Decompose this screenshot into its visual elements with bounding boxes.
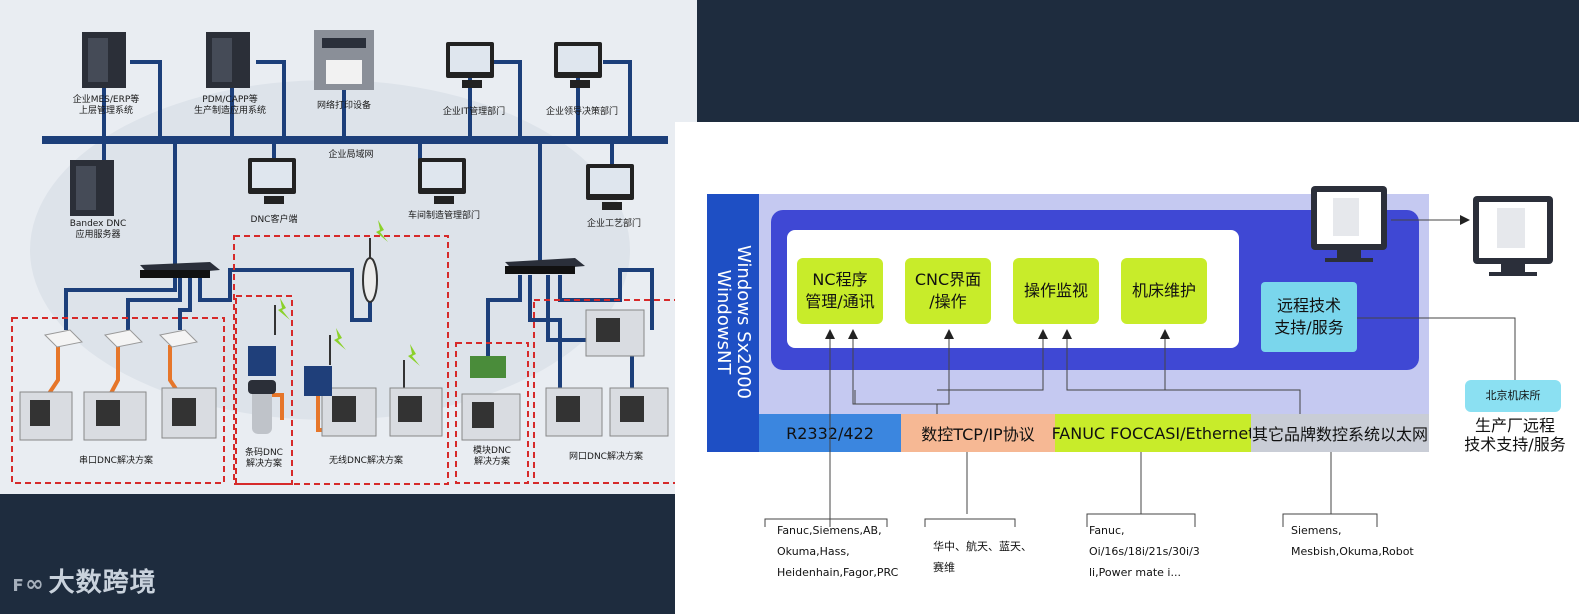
node-label-process-dept: 企业工艺部门 — [586, 219, 641, 229]
printer-icon — [314, 30, 374, 90]
cnc-machine-icon — [19, 309, 669, 441]
module-nc-program: NC程序 管理/通讯 — [797, 258, 883, 324]
node-label-workshop-mgmt: 车间制造管理部门 — [407, 211, 480, 221]
beijing-machine-institute-box: 北京机床所 — [1465, 380, 1561, 412]
factory-remote-support-label: 生产厂远程 技术支持/服务 — [1464, 416, 1566, 454]
module-machine-maintenance: 机床维护 — [1121, 258, 1207, 324]
brand-list-tcpip: 华中、航天、蓝天、 赛维 — [933, 540, 1032, 574]
module-cnc-interface: CNC界面 /操作 — [905, 258, 991, 324]
connector-lines — [764, 186, 1553, 527]
windows-os-bar — [707, 194, 759, 452]
node-label-pdm-capp: PDM/CAPP等 生产制造应用系统 — [193, 95, 266, 116]
brand-text: 大数跨境 — [48, 568, 157, 598]
lan-label: 企业局域网 — [328, 150, 374, 160]
node-label-mes-erp: 企业MES/ERP等 上层管理系统 — [72, 95, 140, 116]
node-label-leadership-dept: 企业领导决策部门 — [545, 107, 618, 117]
network-switch-icon — [140, 262, 220, 278]
monitor-icon — [1311, 186, 1387, 262]
remote-support-box: 远程技术 支持/服务 — [1261, 282, 1357, 352]
server-icon — [70, 160, 114, 216]
monitor-icon — [418, 158, 466, 204]
node-label-dnc-client: DNC客户端 — [250, 215, 298, 225]
zone-label-module-dnc: 模块DNC 解决方案 — [473, 446, 511, 467]
serial-converter-icon — [43, 329, 199, 348]
monitor-icon — [586, 164, 634, 210]
network-lines — [11, 30, 681, 485]
node-label-network-printer: 网络打印设备 — [316, 101, 371, 111]
wireless-antenna-icon — [274, 238, 405, 395]
protocol-tcpip: 数控TCP/IP协议 — [901, 414, 1055, 452]
network-switch-icon — [505, 258, 585, 274]
monitor-icon — [1473, 196, 1553, 276]
zone-label-serial-dnc: 串口DNC解决方案 — [79, 456, 153, 466]
protocol-other-ethernet: 其它品牌数控系统以太网 — [1251, 414, 1429, 452]
signal-icon — [278, 220, 420, 366]
module-operation-monitor: 操作监视 — [1013, 258, 1099, 324]
wireless-module-icon — [248, 346, 332, 396]
zone-label-ethernet-dnc: 网口DNC解决方案 — [569, 452, 643, 462]
cnc-architecture-diagram: Windows Sx2000 WindowsNT NC程序 管理/通讯 CNC界… — [675, 122, 1579, 614]
node-label-it-dept: 企业IT管理部门 — [442, 107, 506, 117]
zone-label-wireless-dnc: 无线DNC解决方案 — [329, 456, 403, 466]
zone-label-barcode-dnc: 条码DNC 解决方案 — [245, 448, 283, 469]
brand-list-rs232: Fanuc,Siemens,AB, Okuma,Hass, Heidenhain… — [777, 524, 899, 579]
server-icon — [82, 32, 126, 88]
dnc-module-board-icon — [470, 356, 506, 378]
server-icon — [206, 32, 250, 88]
monitor-icon — [248, 158, 296, 204]
brand-watermark: ꜰ∞大数跨境 — [12, 562, 157, 599]
monitor-icon — [554, 42, 602, 88]
dnc-network-diagram: 企业MES/ERP等 上层管理系统 PDM/CAPP等 生产制造应用系统 网络打… — [0, 0, 697, 494]
node-label-dnc-server: Bandex DNC 应用服务器 — [69, 219, 127, 240]
brand-list-fanuc: Fanuc, Oi/16s/18i/21s/30i/3 li,Power mat… — [1089, 524, 1200, 579]
monitor-icon — [446, 42, 494, 88]
brand-list-other: Siemens, Mesbish,Okuma,Robot — [1291, 524, 1414, 558]
barcode-scanner-icon — [248, 380, 276, 434]
solution-zones — [11, 235, 681, 485]
kuajing-logo-icon: ꜰ∞ — [12, 572, 45, 597]
protocol-fanuc-focas: FANUC FOCCASI/Ethernet — [1052, 414, 1254, 452]
